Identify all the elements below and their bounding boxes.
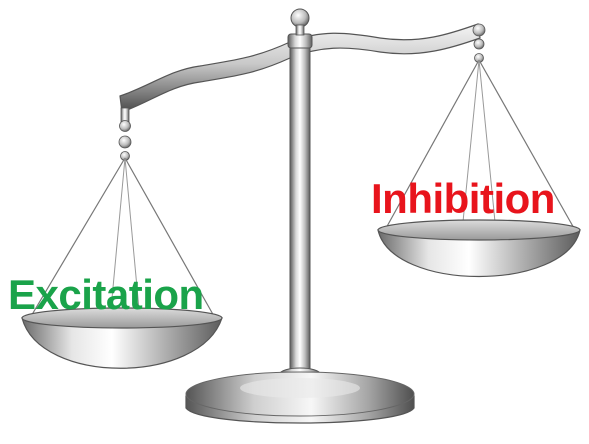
excitation-label: Excitation	[8, 274, 204, 316]
base	[186, 368, 414, 423]
right-pan	[378, 220, 580, 277]
inhibition-label: Inhibition	[371, 178, 555, 220]
pillar	[288, 9, 312, 378]
